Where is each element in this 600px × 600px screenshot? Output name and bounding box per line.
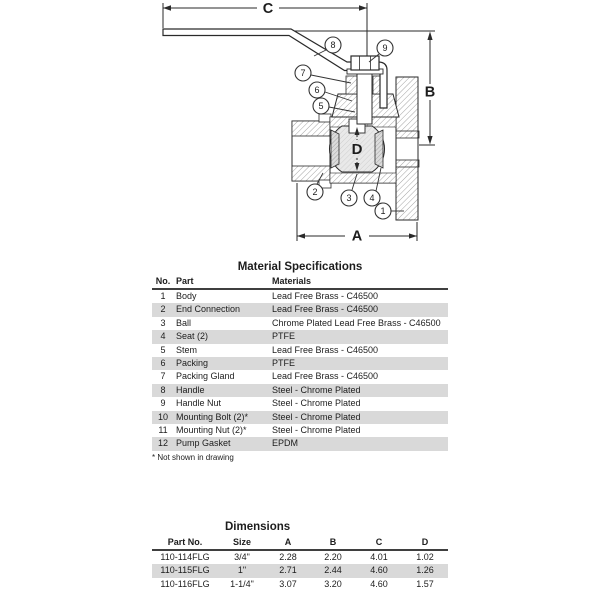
table-row: 6 Packing PTFE [152, 357, 448, 371]
dim-b-arrow-bottom [427, 136, 433, 145]
col-header-b: B [310, 536, 356, 551]
dim-d-arrow-top [354, 127, 360, 135]
callout-2-label: 2 [312, 187, 317, 197]
callout-3: 3 [340, 189, 358, 207]
dim-d-arrow-bottom [354, 163, 360, 171]
col-header-materials: Materials [270, 275, 448, 290]
table-row: 4 Seat (2) PTFE [152, 330, 448, 344]
material-specs-title: Material Specifications [237, 261, 363, 273]
dim-b-arrow-top [427, 31, 433, 40]
callout-2: 2 [306, 183, 324, 201]
callout-8: 8 [324, 36, 342, 54]
table-row: 1 Body Lead Free Brass - C46500 [160, 291, 379, 301]
table-row: 110-115FLG 1" 2.71 2.44 4.60 1.26 [152, 564, 448, 578]
dimension-c [162, 3, 368, 57]
callout-3-label: 3 [346, 193, 351, 203]
callout-7-label: 7 [300, 68, 305, 78]
table-row: 8 Handle Steel - Chrome Plated [152, 383, 448, 398]
dim-label-a: A [352, 229, 363, 245]
stem [356, 72, 373, 125]
callout-1: 1 [374, 202, 392, 220]
valve-body-group [162, 28, 420, 221]
callout-8-label: 8 [330, 40, 335, 50]
col-header-d: D [402, 536, 448, 551]
table-row: 9 Handle Nut Steel - Chrome Plated [160, 398, 361, 409]
table-row: 110-114FLG 3/4" 2.28 2.20 4.01 1.02 [160, 552, 434, 562]
callout-leaders [310, 49, 404, 212]
seat-right [374, 129, 384, 169]
col-header-a: A [266, 536, 310, 551]
dimension-b [292, 30, 435, 146]
dimensions-section: Dimensions Part No. Size A B C D 110-114… [152, 521, 448, 591]
seat-left [330, 129, 340, 169]
dimensions-title: Dimensions [225, 521, 291, 533]
material-specifications-section: Material Specifications No. Part Materia… [152, 261, 448, 462]
table-row: 2 End Connection Lead Free Brass - C4650… [152, 303, 448, 317]
end-connection [291, 113, 332, 189]
col-header-no: No. [152, 275, 174, 290]
material-specs-header-row: No. Part Materials [152, 275, 448, 290]
col-header-part-no: Part No. [152, 536, 218, 551]
dimension-d [354, 127, 360, 171]
callout-4: 4 [363, 189, 381, 207]
material-specs-table: No. Part Materials 1 Body Lead Free Bras… [152, 275, 448, 451]
dim-a-arrow-right [409, 233, 417, 239]
callout-6: 6 [308, 81, 326, 99]
callout-9-label: 9 [382, 43, 387, 53]
callout-6-label: 6 [314, 85, 319, 95]
dim-label-b: B [425, 85, 435, 101]
col-header-part: Part [174, 275, 270, 290]
dimensions-header-row: Part No. Size A B C D [152, 536, 448, 551]
dim-c-arrow-left [163, 5, 171, 11]
table-row: 7 Packing Gland Lead Free Brass - C46500 [160, 371, 379, 382]
callout-5-label: 5 [318, 101, 323, 111]
dim-c-arrow-right [359, 5, 367, 11]
callout-5: 5 [312, 97, 330, 115]
callout-1-label: 1 [380, 206, 385, 216]
dim-a-arrow-left [297, 233, 305, 239]
material-specs-footnote: * Not shown in drawing [152, 452, 234, 462]
dim-label-d: D [352, 141, 363, 158]
valve-cross-section-drawing: C B A [162, 1, 435, 245]
table-row: 11 Mounting Nut (2)* Steel - Chrome Plat… [158, 425, 361, 436]
table-row: 10 Mounting Bolt (2)* Steel - Chrome Pla… [152, 410, 448, 425]
callout-4-label: 4 [369, 193, 374, 203]
col-header-size: Size [218, 536, 266, 551]
table-row: 110-116FLG 1-1/4" 3.07 3.20 4.60 1.57 [160, 578, 434, 589]
packing-gland-left [345, 75, 359, 95]
callout-balloons: 8 9 7 6 5 2 3 4 [294, 36, 394, 220]
dimensions-table: Part No. Size A B C D 110-114FLG 3/4" 2.… [152, 536, 448, 591]
callout-9: 9 [376, 39, 394, 57]
table-row: 5 Stem Lead Free Brass - C46500 [160, 344, 379, 355]
dimension-a [296, 183, 418, 241]
callout-7: 7 [294, 64, 312, 82]
col-header-c: C [356, 536, 402, 551]
table-row: 3 Ball Chrome Plated Lead Free Brass - C… [160, 317, 441, 328]
dim-label-c: C [263, 1, 274, 17]
table-row: 12 Pump Gasket EPDM [152, 437, 448, 451]
handle-nut [350, 55, 380, 71]
